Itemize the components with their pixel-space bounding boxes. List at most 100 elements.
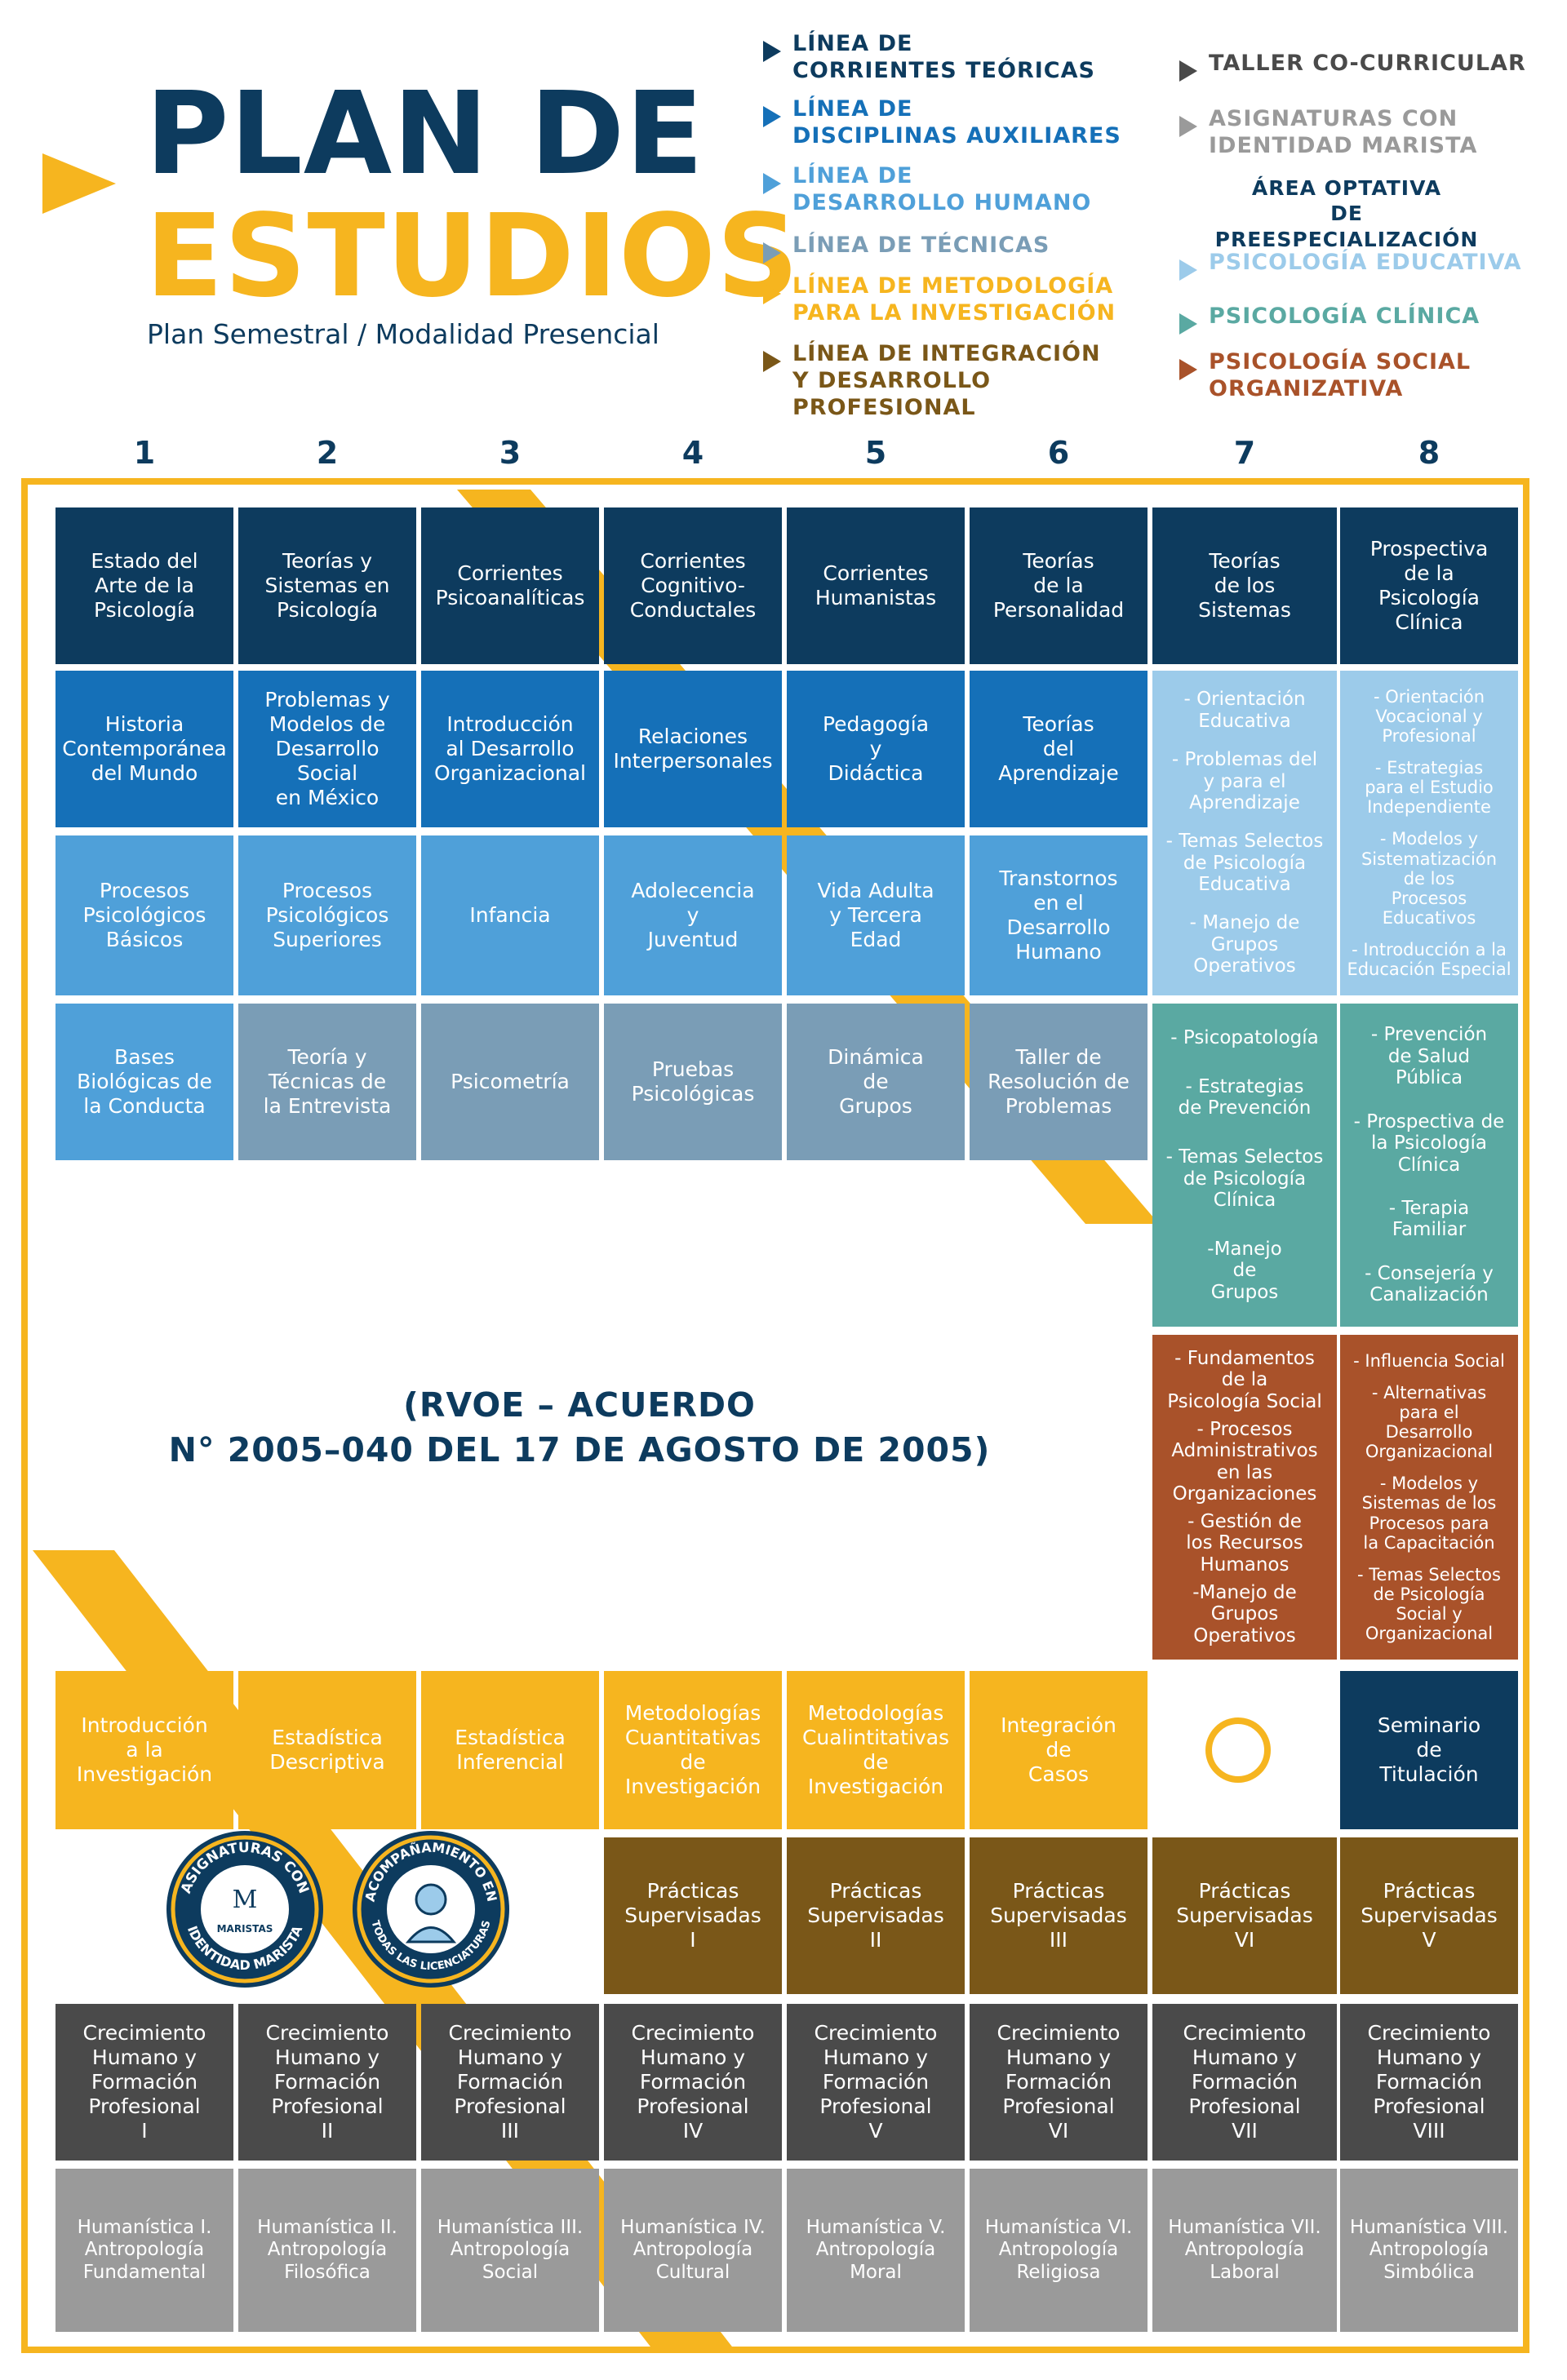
subject-humanistica-3: Humanística III. Antropología Social [421, 2169, 599, 2332]
semester-number-7: 7 [1233, 435, 1256, 471]
legend-label: ASIGNATURAS CON IDENTIDAD MARISTA [1209, 106, 1478, 158]
optativa-item: - Procesos Administrativos en las Organi… [1171, 1418, 1318, 1505]
optativa-item: - Consejería y Canalización [1365, 1262, 1494, 1306]
subject-teoricas-8: Prospectiva de la Psicología Clínica [1340, 507, 1518, 664]
legend-arrow-icon [1179, 116, 1197, 137]
subject-humano-1: Procesos Psicológicos Básicos [55, 835, 233, 995]
subject-humanistica-2: Humanística II. Antropología Filosófica [238, 2169, 416, 2332]
subject-tecnicas-2: Teoría y Técnicas de la Entrevista [238, 1004, 416, 1160]
optativa-clinica-8: - Prevención de Salud Pública - Prospecti… [1340, 1004, 1518, 1327]
subject-humano-4: Adolecencia y Juventud [604, 835, 782, 995]
subject-metodologia-2: Estadística Descriptiva [238, 1671, 416, 1829]
header-arrow-icon [42, 153, 116, 214]
subject-metodologia-3: Estadística Inferencial [421, 1671, 599, 1829]
semester-number-3: 3 [499, 435, 522, 471]
legend-label: LÍNEA DE INTEGRACIÓN Y DESARROLLO PROFES… [792, 341, 1101, 420]
subject-teoricas-4: Corrientes Cognitivo- Conductales [604, 507, 782, 664]
subject-humanistica-1: Humanística I. Antropología Fundamental [55, 2169, 233, 2332]
subject-crecimiento-2: Crecimiento Humano y Formación Profesion… [238, 2004, 416, 2161]
legend-arrow-icon [1179, 359, 1197, 380]
legend-arrow-icon [1179, 313, 1197, 335]
optativa-item: - Temas Selectos de Psicología Educativa [1165, 831, 1324, 896]
subject-humanistica-6: Humanística VI. Antropología Religiosa [970, 2169, 1148, 2332]
legend-label: LÍNEA DE DESARROLLO HUMANO [792, 163, 1092, 215]
plan-frame [21, 478, 1529, 2353]
legend-area-2: PSICOLOGÍA CLÍNICA [1179, 304, 1480, 335]
legend-arrow-icon [763, 41, 781, 62]
optativa-item: - Temas Selectos de Psicología Clínica [1165, 1146, 1324, 1211]
subject-humanistica-7: Humanística VII. Antropología Laboral [1152, 2169, 1337, 2332]
legend-arrow-icon [763, 173, 781, 194]
optativa-item: - Prospectiva de la Psicología Clínica [1353, 1110, 1505, 1176]
legend-label: LÍNEA DE TÉCNICAS [792, 233, 1050, 258]
legend-item-6: LÍNEA DE INTEGRACIÓN Y DESARROLLO PROFES… [763, 341, 1101, 422]
subject-metodologia-1: Introducción a la Investigación [55, 1671, 233, 1829]
optativa-item: - Modelos y Sistemas de los Procesos par… [1361, 1474, 1497, 1553]
title-line-1: PLAN DE [145, 68, 704, 201]
optativa-educativa-8: - Orientación Vocacional y Profesional- … [1340, 671, 1518, 995]
subtitle: Plan Semestral / Modalidad Presencial [147, 318, 659, 350]
subject-teoricas-5: Corrientes Humanistas [787, 507, 965, 664]
optativa-item: - Psicopatología [1170, 1026, 1319, 1048]
marista-monogram-icon: M [233, 1886, 258, 1914]
legend-arrow-icon [763, 351, 781, 372]
subject-tecnicas-4: Pruebas Psicológicas [604, 1004, 782, 1160]
legend-arrow-icon [1179, 259, 1197, 281]
area-optativa-title: ÁREA OPTATIVA DE PREESPECIALIZACIÓN [1214, 176, 1479, 251]
subject-crecimiento-1: Crecimiento Humano y Formación Profesion… [55, 2004, 233, 2161]
subject-practicas-4: Prácticas Supervisadas VI [1152, 1837, 1337, 1994]
subject-seminario-titulacion: Seminario de Titulación [1340, 1671, 1518, 1829]
semester-number-6: 6 [1047, 435, 1070, 471]
legend-item-1: LÍNEA DE CORRIENTES TEÓRICAS [763, 31, 1095, 85]
optativa-social-8: - Influencia Social- Alternativas para e… [1340, 1335, 1518, 1660]
legend-label: LÍNEA DE METODOLOGÍA PARA LA INVESTIGACI… [792, 273, 1116, 326]
optativa-item: - Estrategias de Prevención [1178, 1075, 1312, 1119]
subject-crecimiento-6: Crecimiento Humano y Formación Profesion… [970, 2004, 1148, 2161]
optativa-item: - Orientación Educativa [1183, 689, 1306, 732]
optativa-social-7: - Fundamentos de la Psicología Social- P… [1152, 1335, 1337, 1660]
subject-crecimiento-7: Crecimiento Humano y Formación Profesion… [1152, 2004, 1337, 2161]
legend-label: LÍNEA DE DISCIPLINAS AUXILIARES [792, 96, 1121, 148]
subject-humanistica-5: Humanística V. Antropología Moral [787, 2169, 965, 2332]
subject-humanistica-4: Humanística IV. Antropología Cultural [604, 2169, 782, 2332]
subject-tecnicas-6: Taller de Resolución de Problemas [970, 1004, 1148, 1160]
subject-practicas-1: Prácticas Supervisadas I [604, 1837, 782, 1994]
subject-humano-3: Infancia [421, 835, 599, 995]
subject-crecimiento-3: Crecimiento Humano y Formación Profesion… [421, 2004, 599, 2161]
legend-arrow-icon [763, 242, 781, 264]
subject-auxiliares-3: Introducción al Desarrollo Organizaciona… [421, 671, 599, 827]
optativa-item: - Gestión de los Recursos Humanos [1186, 1511, 1303, 1576]
subject-crecimiento-4: Crecimiento Humano y Formación Profesion… [604, 2004, 782, 2161]
optativa-item: - Terapia Familiar [1388, 1197, 1470, 1241]
subject-tecnicas-3: Psicometría [421, 1004, 599, 1160]
subject-teoricas-2: Teorías y Sistemas en Psicología [238, 507, 416, 664]
optativa-item: - Problemas del y para el Aprendizaje [1171, 749, 1318, 813]
legend-item-2: LÍNEA DE DISCIPLINAS AUXILIARES [763, 96, 1121, 150]
semester-number-8: 8 [1418, 435, 1440, 471]
subject-crecimiento-8: Crecimiento Humano y Formación Profesion… [1340, 2004, 1518, 2161]
subject-auxiliares-4: Relaciones Interpersonales [604, 671, 782, 827]
subject-metodologia-6: Integración de Casos [970, 1671, 1148, 1829]
subject-teoricas-3: Corrientes Psicoanalíticas [421, 507, 599, 664]
legend-label: PSICOLOGÍA CLÍNICA [1209, 304, 1480, 329]
acompanamiento-badge: ACOMPAÑAMIENTO EN TODAS LAS LICENCIATURA… [353, 1831, 509, 1988]
semester-number-4: 4 [681, 435, 704, 471]
subject-tecnicas-1: Bases Biológicas de la Conducta [55, 1004, 233, 1160]
subject-teoricas-7: Teorías de los Sistemas [1152, 507, 1337, 664]
subject-humano-5: Vida Adulta y Tercera Edad [787, 835, 965, 995]
subject-humano-6: Transtornos en el Desarrollo Humano [970, 835, 1148, 995]
subject-teoricas-1: Estado del Arte de la Psicología [55, 507, 233, 664]
optativa-item: - Prevención de Salud Pública [1370, 1024, 1488, 1089]
subject-auxiliares-1: Historia Contemporánea del Mundo [55, 671, 233, 827]
legend-item-4: LÍNEA DE TÉCNICAS [763, 233, 1050, 264]
student-figure-icon [405, 1883, 457, 1943]
legend-item-5: LÍNEA DE METODOLOGÍA PARA LA INVESTIGACI… [763, 273, 1116, 327]
legend-area-3: PSICOLOGÍA SOCIAL ORGANIZATIVA [1179, 349, 1471, 403]
subject-auxiliares-6: Teorías del Aprendizaje [970, 671, 1148, 827]
legend-label: LÍNEA DE CORRIENTES TEÓRICAS [792, 31, 1095, 83]
legend-arrow-icon [1179, 60, 1197, 82]
title-line-2: ESTUDIOS [145, 190, 800, 323]
legend-other-2: ASIGNATURAS CON IDENTIDAD MARISTA [1179, 106, 1477, 160]
subject-metodologia-5: Metodologías Cualintitativas de Investig… [787, 1671, 965, 1829]
legend-other-1: TALLER CO-CURRICULAR [1179, 51, 1526, 82]
